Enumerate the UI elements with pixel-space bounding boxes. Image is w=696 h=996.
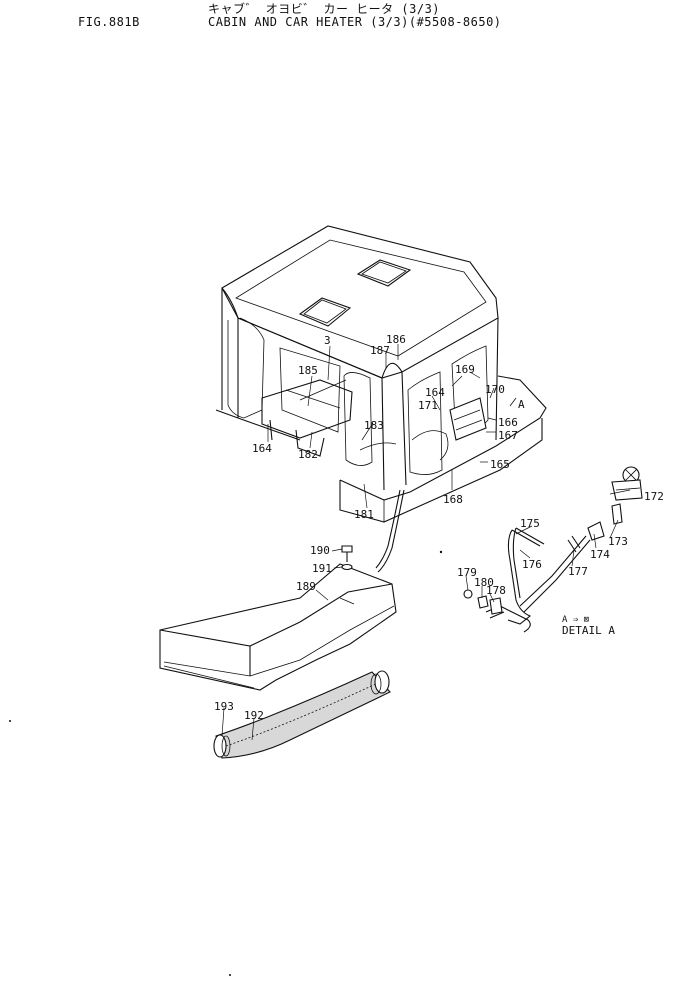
label-179: 179 (457, 566, 477, 579)
label-185: 185 (298, 364, 318, 377)
label-172: 172 (644, 490, 664, 503)
label-193: 193 (214, 700, 234, 713)
label-180: 180 (474, 576, 494, 589)
label-186: 186 (386, 333, 406, 346)
label-190: 190 (310, 544, 330, 557)
label-182: 182 (298, 448, 318, 461)
label-177: 177 (568, 565, 588, 578)
label-169: 169 (455, 363, 475, 376)
label-168: 168 (443, 493, 463, 506)
label-181: 181 (354, 508, 374, 521)
label-170: 170 (485, 383, 505, 396)
label-167: 167 (498, 429, 518, 442)
label-165: 165 (490, 458, 510, 471)
label-183: 183 (364, 419, 384, 432)
cabin-drawing (215, 225, 547, 573)
title-english: CABIN AND CAR HEATER (3/3)(#5508-8650) (208, 15, 502, 29)
label-192: 192 (244, 709, 264, 722)
label-3: 3 (324, 334, 331, 347)
label-187: 187 (370, 344, 390, 357)
label-175: 175 (520, 517, 540, 530)
detail-a-piping (9, 466, 643, 976)
figure-number: FIG.881B (78, 15, 140, 29)
flex-hose-192 (213, 670, 391, 759)
duct-189 (159, 545, 397, 691)
label-171: 171 (418, 399, 438, 412)
detail-caption: DETAIL A (562, 624, 615, 637)
part-labels: 3 164 164 165 166 167 168 169 170 171 17… (214, 333, 664, 722)
label-166: 166 (498, 416, 518, 429)
label-191: 191 (312, 562, 332, 575)
detail-ref-label: A (518, 398, 525, 411)
label-164: 164 (252, 442, 272, 455)
title-japanese: キャブ゛ オヨビ゛ カー ヒータ (3/3) (208, 2, 441, 16)
label-174: 174 (590, 548, 610, 561)
label-178: 178 (486, 584, 506, 597)
label-173: 173 (608, 535, 628, 548)
detail-marker: A ⇒ ⊠ (562, 615, 589, 625)
label-176: 176 (522, 558, 542, 571)
label-189: 189 (296, 580, 316, 593)
leader-lines (221, 344, 631, 741)
label-164: 164 (425, 386, 445, 399)
